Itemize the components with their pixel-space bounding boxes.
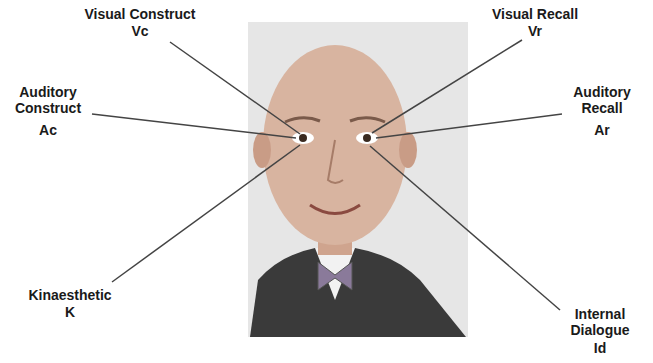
cue-label: Kinaesthetic	[28, 287, 111, 303]
cue-label: Visual Recall	[492, 6, 578, 22]
ear	[399, 132, 417, 168]
cue-label: Auditory Recall	[560, 84, 644, 116]
leader-line	[112, 145, 300, 282]
nose	[328, 140, 343, 183]
cue-code: K	[65, 304, 75, 320]
cue-code: Ac	[39, 122, 57, 138]
cue-label: Visual Construct	[85, 6, 196, 22]
pupil	[299, 134, 307, 142]
leader-line	[170, 42, 300, 134]
head	[263, 45, 407, 245]
ear	[253, 132, 271, 168]
cue-label: Internal Dialogue	[558, 306, 642, 338]
photo-ground	[248, 22, 468, 337]
mouth	[310, 205, 360, 214]
bow-tie	[318, 262, 352, 290]
shirt	[315, 248, 355, 300]
cue-code: Vc	[131, 23, 148, 39]
pupil	[363, 134, 371, 142]
eyebrow	[285, 118, 320, 122]
cue-code: Id	[594, 340, 606, 356]
eye	[356, 132, 378, 144]
suit	[250, 248, 466, 337]
cue-label: Auditory Construct	[6, 84, 90, 116]
leader-line	[372, 40, 522, 133]
leader-line	[370, 146, 560, 310]
leader-lines	[92, 40, 562, 310]
leader-line	[92, 114, 296, 138]
eyebrow	[350, 118, 385, 122]
cue-code: Ar	[594, 122, 610, 138]
leader-line	[376, 114, 562, 138]
cue-code: Vr	[528, 23, 542, 39]
